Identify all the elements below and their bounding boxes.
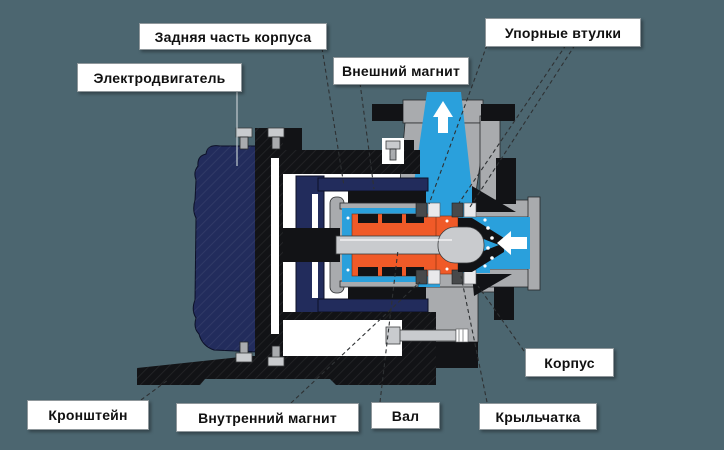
lantern-bolt-head xyxy=(385,140,401,150)
motor-bolt-bottom-right xyxy=(267,345,285,367)
label-outer-magnet: Внешний магнит xyxy=(333,57,469,85)
casing-bolt xyxy=(385,326,469,345)
motor-bolt-bottom-left xyxy=(235,341,253,363)
inner-magnet-block xyxy=(382,267,402,276)
thrust-bushing xyxy=(463,202,477,218)
label-shaft: Вал xyxy=(371,402,440,429)
label-thrust-bushings-text: Упорные втулки xyxy=(504,24,622,41)
fluid-dot xyxy=(483,264,487,268)
arrow-shaft xyxy=(511,237,527,249)
volute-tongue-lower xyxy=(472,274,512,296)
bolt-thread xyxy=(455,328,469,343)
fluid-dot xyxy=(445,219,449,223)
lantern-bolt-shaft xyxy=(389,148,397,161)
inner-magnet-block xyxy=(358,267,378,276)
label-inner-magnet-text: Внутренний магнит xyxy=(198,409,337,426)
leader-thrust-bushing-1 xyxy=(428,44,488,205)
thrust-bushing xyxy=(451,202,464,218)
label-motor: Электродвигатель xyxy=(77,63,242,92)
impeller-blade-top xyxy=(458,218,504,247)
bolt-head xyxy=(235,352,253,363)
bolt-shaft xyxy=(239,136,249,150)
arrow-shaft xyxy=(438,117,448,133)
fluid-dot xyxy=(490,256,494,260)
motor-fan-cover xyxy=(192,145,258,353)
leader-shaft xyxy=(379,249,399,403)
fluid-dots-eye xyxy=(445,218,494,271)
bolt-head xyxy=(235,127,253,138)
mounting-bracket xyxy=(137,356,436,385)
bolt-shaft xyxy=(271,345,281,359)
flow-up-arrow-icon xyxy=(433,101,453,133)
bolt-shaft xyxy=(271,136,281,150)
motor-bolt-top-left xyxy=(235,127,253,150)
electric-motor xyxy=(192,127,285,367)
arrow-head xyxy=(497,231,511,255)
arrow-head xyxy=(433,101,453,117)
bell-arm-top xyxy=(317,177,429,192)
label-outer-magnet-text: Внешний магнит xyxy=(341,63,461,79)
suction-flange-bolt-bottom xyxy=(494,287,514,320)
inner-magnet-block xyxy=(406,214,424,223)
label-impeller: Крыльчатка xyxy=(479,403,597,430)
label-thrust-bushings: Упорные втулки xyxy=(485,18,641,47)
impeller-blade-bottom xyxy=(458,243,504,272)
fluid-dot xyxy=(483,218,487,222)
thrust-bushing xyxy=(415,202,428,218)
thrust-bushing xyxy=(451,269,464,285)
discharge-flange-bolt-left xyxy=(372,104,403,121)
inner-magnet-block xyxy=(358,214,378,223)
motor-bolt-top-right xyxy=(267,127,285,150)
label-shaft-text: Вал xyxy=(391,407,420,424)
volute-tongue-upper xyxy=(472,186,516,212)
thrust-bushing xyxy=(463,269,477,285)
fluid-dot xyxy=(346,268,350,272)
thrust-bushing xyxy=(427,269,441,285)
bolt-shaft xyxy=(239,341,249,355)
fluid-dot xyxy=(445,267,449,271)
outer-magnet-top xyxy=(348,191,426,203)
label-bracket: Кронштейн xyxy=(27,400,149,430)
label-rear-casing: Задняя часть корпуса xyxy=(139,23,327,50)
suction-flange-bolt-top xyxy=(496,158,516,204)
outer-magnet-bottom xyxy=(348,287,426,299)
leader-rear-casing xyxy=(321,47,345,187)
label-casing: Корпус xyxy=(525,348,614,377)
thrust-bushing xyxy=(415,269,428,285)
leader-bracket xyxy=(140,379,169,401)
lantern-bolt-block xyxy=(404,140,414,164)
leader-impeller xyxy=(460,275,488,403)
label-rear-casing-text: Задняя часть корпуса xyxy=(154,28,312,45)
bracket-body xyxy=(137,356,436,385)
thrust-bushing xyxy=(427,202,441,218)
label-inner-magnet: Внутренний магнит xyxy=(176,403,359,432)
shaft-end-cap xyxy=(437,226,485,264)
bell-hub-slot-top xyxy=(312,194,318,234)
leader-outer-magnet xyxy=(359,82,375,190)
thrust-bushings xyxy=(415,202,477,285)
motor-flange-slot xyxy=(271,158,279,334)
fluid-dot xyxy=(486,246,490,250)
fluid-dot xyxy=(486,226,490,230)
label-impeller-text: Крыльчатка xyxy=(495,408,581,425)
leader-casing xyxy=(477,285,525,352)
label-motor-text: Электродвигатель xyxy=(93,69,226,86)
leader-inner-magnet xyxy=(290,281,421,404)
bolt-head xyxy=(267,127,285,138)
label-bracket-text: Кронштейн xyxy=(48,407,128,423)
flow-left-arrow-icon xyxy=(497,231,527,255)
bolt-head xyxy=(267,356,285,367)
fluid-dot xyxy=(490,236,494,240)
leader-lines xyxy=(140,44,576,404)
label-casing-text: Корпус xyxy=(544,354,595,371)
fluid-dot xyxy=(346,216,350,220)
bolt-head xyxy=(385,326,401,345)
inner-magnet-block xyxy=(406,267,424,276)
leader-thrust-bushing-2 xyxy=(458,44,567,204)
bell-hub-slot-bottom xyxy=(312,258,318,298)
bolt-shaft xyxy=(397,329,457,342)
discharge-flange-bolt-right xyxy=(481,104,515,121)
bell-arm-bottom xyxy=(317,298,429,313)
inner-magnet-block xyxy=(382,214,402,223)
